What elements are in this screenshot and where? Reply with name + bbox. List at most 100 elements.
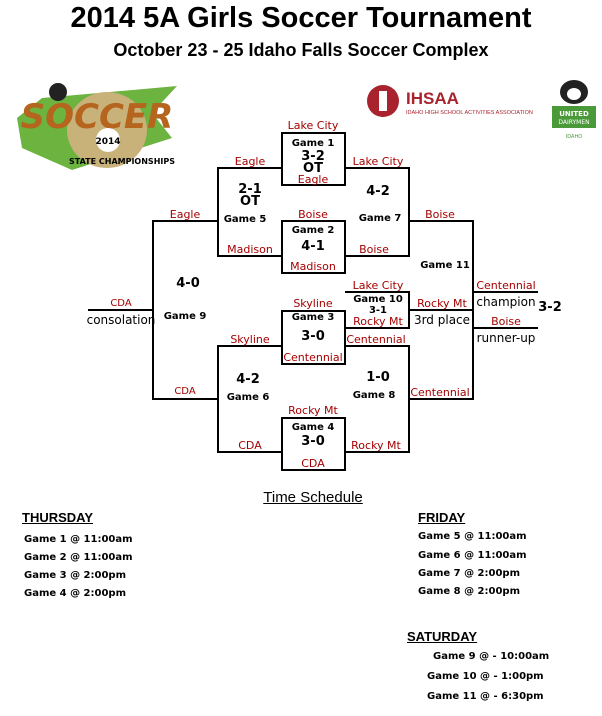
svg-text:STATE CHAMPIONSHIPS: STATE CHAMPIONSHIPS — [69, 157, 175, 166]
page-title: 2014 5A Girls Soccer Tournament — [70, 2, 532, 34]
game8-top-team: Centennial — [346, 333, 406, 346]
game2-bottom-team: Madison — [290, 260, 336, 273]
line — [88, 309, 153, 311]
schedule-item: Game 3 @ 2:00pm — [24, 570, 127, 581]
line — [473, 291, 538, 293]
ihsaa-logo: IHSAA IDAHO HIGH SCHOOL ACTIVITIES ASSOC… — [366, 84, 542, 118]
game5-top-team: Eagle — [234, 155, 266, 168]
friday-heading: FRIDAY — [418, 510, 466, 525]
game7-top-team: Lake City — [352, 155, 404, 168]
game4-label: Game 4 — [291, 422, 335, 433]
line — [345, 291, 410, 293]
game6-top-team: Skyline — [230, 333, 270, 346]
schedule-item: Game 6 @ 11:00am — [418, 550, 527, 561]
game6-score: 4-2 — [236, 372, 260, 387]
game1-box — [281, 132, 346, 186]
game9-bottom-team: CDA — [174, 386, 196, 397]
game6-bottom-team: CDA — [238, 439, 262, 452]
line — [345, 327, 410, 329]
line — [409, 220, 474, 222]
line — [345, 167, 410, 169]
game11-label: Game 11 — [420, 260, 470, 271]
game3-label: Game 3 — [291, 312, 335, 323]
runner-up-team: Boise — [491, 315, 521, 328]
line — [345, 451, 410, 453]
saturday-heading: SATURDAY — [407, 629, 478, 644]
line — [345, 345, 410, 347]
game2-box — [281, 220, 346, 274]
schedule-item: Game 5 @ 11:00am — [418, 531, 527, 542]
game1-label: Game 1 — [291, 138, 335, 149]
game5-ot: OT — [240, 194, 260, 209]
game7-score: 4-2 — [366, 184, 390, 199]
game8-winner: Centennial — [410, 386, 470, 399]
svg-text:DAIRYMEN: DAIRYMEN — [558, 119, 589, 126]
line — [152, 220, 154, 400]
line — [473, 327, 538, 329]
line — [153, 220, 218, 222]
runner-up-label: runner-up — [476, 331, 536, 345]
game7-bottom-team: Boise — [359, 243, 389, 256]
game4-top-team: Rocky Mt — [288, 404, 338, 417]
schedule-item: Game 7 @ 2:00pm — [418, 568, 521, 579]
game9-label: Game 9 — [163, 311, 207, 322]
game8-bottom-team: Rocky Mt — [351, 439, 401, 452]
game1-top-team: Lake City — [287, 119, 339, 132]
line — [408, 167, 410, 257]
line — [153, 398, 218, 400]
game3-bottom-team: Centennial — [283, 351, 343, 364]
game3-top-team: Skyline — [293, 297, 333, 310]
champion-label: champion — [476, 295, 536, 309]
schedule-item: Game 11 @ - 6:30pm — [427, 691, 544, 702]
svg-text:IDAHO HIGH SCHOOL ACTIVITIES A: IDAHO HIGH SCHOOL ACTIVITIES ASSOCIATION — [406, 110, 533, 116]
svg-text:IDAHO: IDAHO — [566, 134, 582, 140]
page-subtitle: October 23 - 25 Idaho Falls Soccer Compl… — [113, 40, 489, 60]
game10-top-team: Lake City — [352, 279, 404, 292]
game10-label: Game 10 — [353, 294, 403, 305]
line — [345, 255, 410, 257]
consolation-label: consolation — [86, 313, 156, 327]
game7-label: Game 7 — [358, 213, 402, 224]
game2-score: 4-1 — [301, 239, 325, 254]
game2-label: Game 2 — [291, 225, 335, 236]
schedule-item: Game 10 @ - 1:00pm — [427, 671, 544, 682]
schedule-title: Time Schedule — [263, 489, 363, 506]
game7-winner: Boise — [425, 208, 455, 221]
schedule-item: Game 4 @ 2:00pm — [24, 588, 127, 599]
third-place-label: 3rd place — [413, 313, 471, 327]
champion-team: Centennial — [476, 279, 536, 292]
game5-label: Game 5 — [223, 214, 267, 225]
game11-score: 3-2 — [538, 300, 562, 315]
schedule-item: Game 1 @ 11:00am — [24, 534, 133, 545]
svg-text:SOCCER: SOCCER — [21, 97, 174, 137]
schedule-item: Game 2 @ 11:00am — [24, 552, 133, 563]
game1-bottom-team: Eagle — [297, 173, 329, 186]
game4-bottom-team: CDA — [301, 457, 325, 470]
game5-score: 2-1 — [238, 182, 262, 197]
svg-text:UNITED: UNITED — [559, 110, 589, 118]
consolation-winner: CDA — [110, 298, 132, 309]
game4-box — [281, 417, 346, 471]
line — [218, 345, 282, 347]
game3-score: 3-0 — [301, 329, 325, 344]
game8-score: 1-0 — [366, 370, 390, 385]
line — [409, 309, 474, 311]
soccer-championship-logo: SOCCER 2014 STATE CHAMPIONSHIPS — [12, 78, 182, 176]
line — [409, 398, 474, 400]
game10-bottom-team: Rocky Mt — [353, 315, 403, 328]
game9-top-team: Eagle — [169, 208, 201, 221]
game9-score: 4-0 — [176, 276, 200, 291]
game1-score: 3-2 — [301, 149, 325, 164]
game5-bottom-team: Madison — [227, 243, 273, 256]
game10-score: 3-1 — [368, 305, 388, 316]
thursday-heading: THURSDAY — [22, 510, 94, 525]
schedule-item: Game 9 @ - 10:00am — [433, 651, 550, 662]
third-place-team: Rocky Mt — [417, 297, 467, 310]
game8-label: Game 8 — [352, 390, 396, 401]
game6-label: Game 6 — [226, 392, 270, 403]
line — [217, 345, 219, 453]
line — [218, 451, 282, 453]
united-dairymen-logo: UNITED DAIRYMEN IDAHO — [548, 78, 600, 142]
line — [218, 167, 282, 169]
